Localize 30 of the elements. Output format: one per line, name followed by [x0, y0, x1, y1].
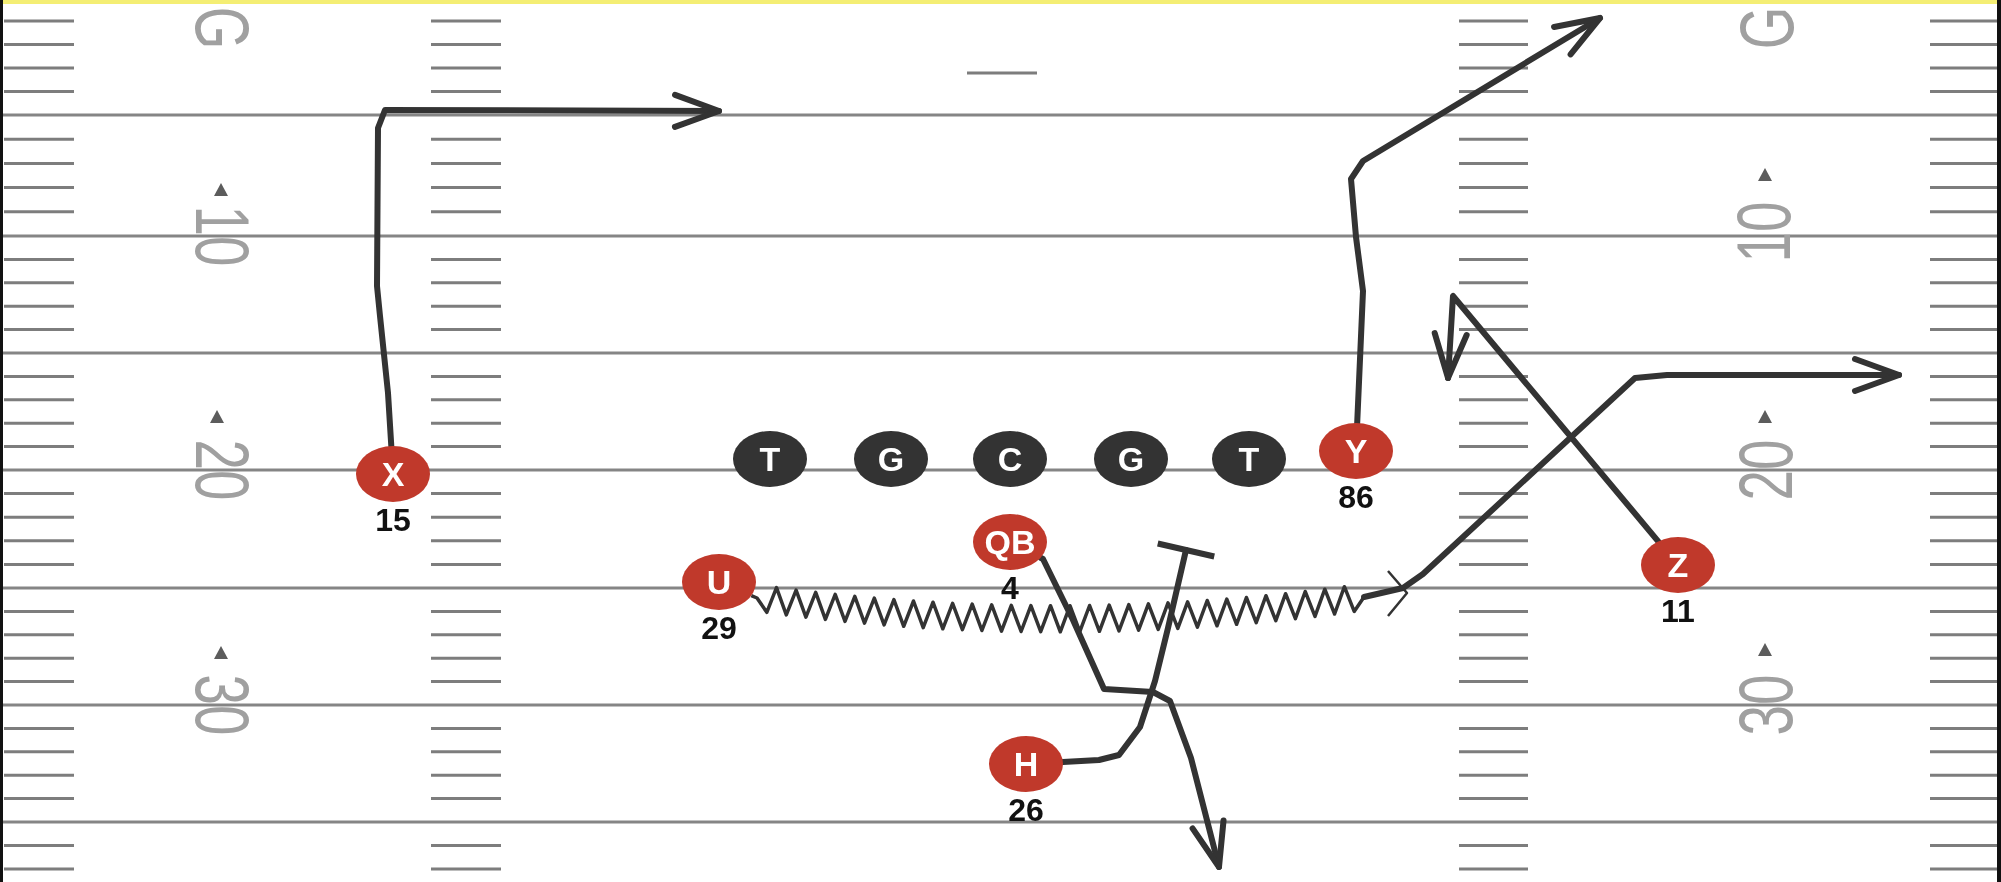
- route-arrow: [1348, 15, 1603, 426]
- jersey-number: 29: [701, 612, 737, 644]
- player-marker: QB: [973, 514, 1047, 570]
- yard-number: 30: [184, 674, 260, 736]
- jersey-number: 86: [1338, 481, 1374, 513]
- player-marker: T: [1212, 431, 1286, 487]
- yard-number: G: [1729, 6, 1805, 50]
- jersey-number: 11: [1661, 595, 1695, 627]
- yard-number: 10: [1726, 201, 1802, 263]
- yard-number: 10: [184, 205, 260, 267]
- player-marker: Z: [1641, 537, 1715, 593]
- player-marker: C: [973, 431, 1047, 487]
- yard-number: 20: [1728, 439, 1804, 501]
- yard-number: G: [184, 6, 260, 50]
- player-marker: X: [356, 446, 430, 502]
- jersey-number: 4: [1001, 572, 1019, 604]
- yard-number: 20: [184, 439, 260, 501]
- player-marker: G: [1094, 431, 1168, 487]
- player-marker: G: [854, 431, 928, 487]
- player-marker: U: [682, 554, 756, 610]
- player-marker: T: [733, 431, 807, 487]
- jersey-number: 15: [375, 504, 411, 536]
- yard-number: 30: [1728, 674, 1804, 736]
- jersey-number: 26: [1008, 794, 1044, 826]
- player-marker: H: [989, 736, 1063, 792]
- player-marker: Y: [1319, 423, 1393, 479]
- route-arrow: [1431, 293, 1662, 545]
- route-arrow: [1037, 554, 1227, 870]
- motion-route-arrow: [750, 356, 1902, 634]
- route-arrow: [374, 91, 722, 449]
